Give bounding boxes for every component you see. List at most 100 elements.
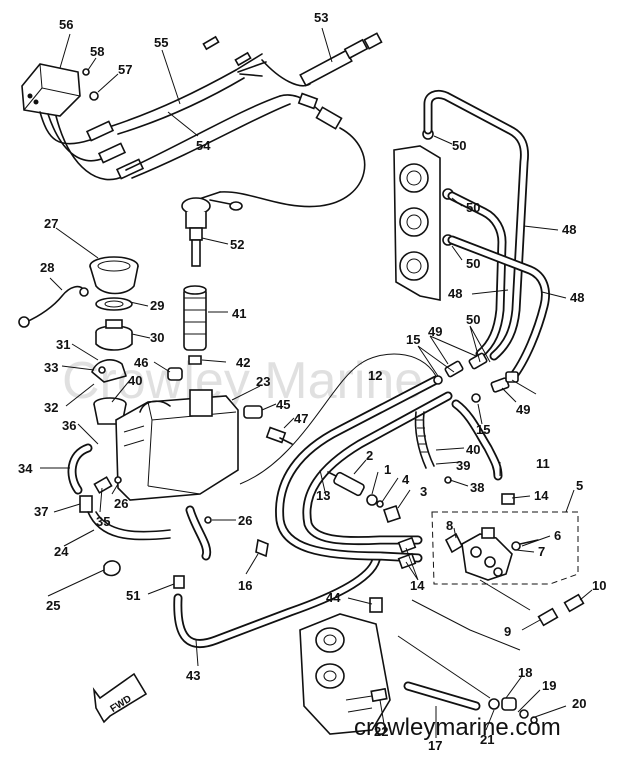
callout-5: 5: [576, 478, 583, 493]
sender-cable: [195, 127, 366, 208]
callout-50-a: 50: [452, 138, 466, 153]
callout-26-a: 26: [114, 496, 128, 511]
clip-16: [255, 538, 269, 558]
callout-40-a: 40: [128, 373, 142, 388]
callout-8: 8: [446, 518, 453, 533]
callout-labels: 56 58 57 55 54 53 50 50 50 48 48 48 27 2…: [18, 10, 606, 753]
wire-harness-54: [125, 94, 331, 179]
engine-block-upper: [393, 145, 441, 301]
callout-49-b: 49: [516, 402, 530, 417]
hose-48-b: [447, 191, 507, 359]
clip-46: [167, 367, 183, 381]
callout-57: 57: [118, 62, 132, 77]
hose-43: [173, 555, 381, 649]
callout-50-b: 50: [466, 200, 480, 215]
callout-41: 41: [232, 306, 246, 321]
callout-10: 10: [592, 578, 606, 593]
hose-48-a: [423, 89, 529, 361]
long-bleed-line: [239, 353, 437, 485]
callout-34: 34: [18, 461, 33, 476]
hose-12: [275, 375, 441, 563]
oil-tank-23: [115, 389, 239, 501]
hose-34: [67, 443, 93, 495]
callout-50-c: 50: [466, 256, 480, 271]
joint-35-37: [79, 476, 113, 513]
callout-19: 19: [542, 678, 556, 693]
pump-link-lines: [397, 579, 531, 699]
callout-3: 3: [420, 484, 427, 499]
screw-10: [563, 593, 585, 613]
callout-24: 24: [54, 544, 69, 559]
callout-25: 25: [46, 598, 60, 613]
callout-18: 18: [518, 665, 532, 680]
clip-42: [188, 355, 202, 365]
callout-46: 46: [134, 355, 148, 370]
callout-53: 53: [314, 10, 328, 25]
fwd-arrow-icon: FWD: [92, 672, 148, 724]
callout-48-c: 48: [570, 290, 584, 305]
hose-under-tank: [185, 505, 212, 561]
spring-4: [376, 500, 384, 508]
gasket-29: [95, 297, 133, 311]
callout-6: 6: [554, 528, 561, 543]
bolt-47: [265, 426, 293, 445]
fitting-8: [444, 532, 464, 554]
clip-25: [103, 560, 121, 577]
callout-45: 45: [276, 397, 290, 412]
callout-43: 43: [186, 668, 200, 683]
callout-58: 58: [90, 44, 104, 59]
hose-17: [403, 681, 481, 711]
callout-40-b: 40: [466, 442, 480, 457]
oil-pump: [461, 527, 513, 581]
callout-26-b: 26: [238, 513, 252, 528]
callout-48-a: 48: [562, 222, 576, 237]
callout-29: 29: [150, 298, 164, 313]
strap-28: [18, 285, 89, 328]
callout-1: 1: [384, 462, 391, 477]
cdi-unit: [21, 63, 81, 117]
callout-11: 11: [536, 456, 550, 471]
cdi-mounting-bolt: [82, 68, 99, 101]
callout-56: 56: [59, 17, 73, 32]
callout-52: 52: [230, 237, 244, 252]
callout-14-b: 14: [410, 578, 425, 593]
callout-35: 35: [96, 514, 110, 529]
callout-55: 55: [154, 35, 168, 50]
callout-39: 39: [456, 458, 470, 473]
check-valve-2: [327, 471, 365, 497]
callout-17: 17: [428, 738, 442, 753]
joint-22: [370, 687, 388, 703]
hose-39-40: [414, 411, 435, 469]
callout-32: 32: [44, 400, 58, 415]
callout-36: 36: [62, 418, 76, 433]
fitting-9: [537, 607, 559, 627]
connector-53: [261, 32, 383, 130]
callout-49-a: 49: [428, 324, 442, 339]
callout-16: 16: [238, 578, 252, 593]
pump-assembly-box-5: [431, 511, 579, 585]
leader-lines: [40, 27, 593, 738]
callout-51: 51: [126, 588, 140, 603]
cap-27: [89, 256, 139, 295]
callout-13: 13: [316, 488, 330, 503]
callout-27: 27: [44, 216, 58, 231]
callout-48-b: 48: [448, 286, 462, 301]
ring-1: [366, 494, 378, 506]
callout-54: 54: [196, 138, 211, 153]
callout-33: 33: [44, 360, 58, 375]
adapter-30: [95, 319, 133, 351]
callout-23: 23: [256, 374, 270, 389]
callout-12: 12: [368, 368, 382, 383]
cap-3: [382, 504, 402, 524]
callout-38: 38: [470, 480, 484, 495]
hose-13: [302, 391, 453, 546]
callout-7: 7: [538, 544, 545, 559]
callout-14-a: 14: [534, 488, 549, 503]
float-41: [183, 285, 207, 351]
clip-26: [114, 476, 212, 524]
joints-49: [444, 352, 519, 393]
callout-30: 30: [150, 330, 164, 345]
engine-block-lower: [299, 613, 391, 735]
hose-48-c: [447, 235, 550, 383]
